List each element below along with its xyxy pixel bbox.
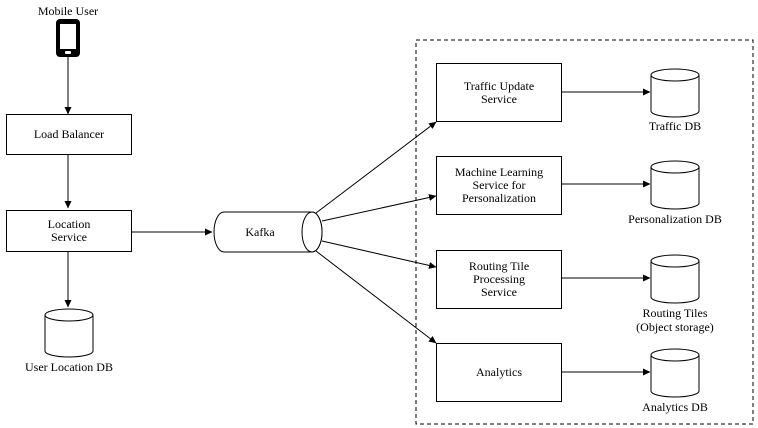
routing-tile-service-line1: Routing Tile bbox=[468, 259, 530, 273]
mobile-user-label: Mobile User bbox=[37, 4, 99, 18]
routing-tile-service-line2: Processing bbox=[472, 272, 525, 286]
ml-personalization-service-node: Machine Learning Service for Personaliza… bbox=[436, 156, 562, 215]
arrow-kafka-to-routing bbox=[321, 240, 437, 269]
traffic-db-cylinder bbox=[650, 68, 700, 118]
routing-tiles-label: Routing Tiles (Object storage) bbox=[605, 306, 745, 334]
location-service-label-line1: Location bbox=[47, 217, 91, 231]
analytics-service-label: Analytics bbox=[476, 365, 522, 379]
location-service-label-line2: Service bbox=[51, 230, 87, 244]
ml-service-line2: Service for bbox=[472, 178, 526, 192]
location-service-node: Location Service bbox=[6, 210, 132, 252]
traffic-update-service-line1: Traffic Update bbox=[463, 78, 535, 93]
traffic-update-service-node: Traffic Update Service bbox=[436, 63, 562, 122]
user-location-db-label: User Location DB bbox=[25, 360, 113, 374]
routing-tile-processing-service-node: Routing Tile Processing Service bbox=[436, 250, 562, 309]
arrow-kafka-to-analytics bbox=[315, 250, 437, 344]
analytics-db-label: Analytics DB bbox=[642, 400, 708, 414]
user-location-db-cylinder bbox=[44, 308, 94, 358]
arrow-kafka-to-traffic bbox=[315, 121, 437, 214]
routing-tiles-label-line1: Routing Tiles bbox=[642, 306, 708, 320]
analytics-service-node: Analytics bbox=[436, 343, 562, 402]
kafka-queue-shape bbox=[213, 211, 323, 253]
ml-service-line3: Personalization bbox=[462, 191, 536, 205]
services-group-border bbox=[415, 39, 754, 425]
traffic-update-service-line2: Service bbox=[481, 91, 517, 106]
routing-tile-service-line3: Service bbox=[481, 285, 517, 299]
load-balancer-label: Load Balancer bbox=[33, 127, 105, 141]
routing-tiles-label-line2: (Object storage) bbox=[636, 320, 714, 334]
analytics-db-cylinder bbox=[650, 348, 700, 398]
traffic-db-label: Traffic DB bbox=[648, 119, 702, 133]
kafka-label: Kafka bbox=[245, 225, 275, 239]
mobile-phone-icon bbox=[56, 19, 80, 57]
arrow-kafka-to-ml bbox=[321, 194, 437, 222]
personalization-db-cylinder bbox=[650, 160, 700, 210]
routing-tiles-cylinder bbox=[650, 254, 700, 304]
load-balancer-node: Load Balancer bbox=[6, 114, 132, 155]
personalization-db-label: Personalization DB bbox=[628, 212, 722, 226]
ml-service-line1: Machine Learning bbox=[454, 165, 544, 179]
